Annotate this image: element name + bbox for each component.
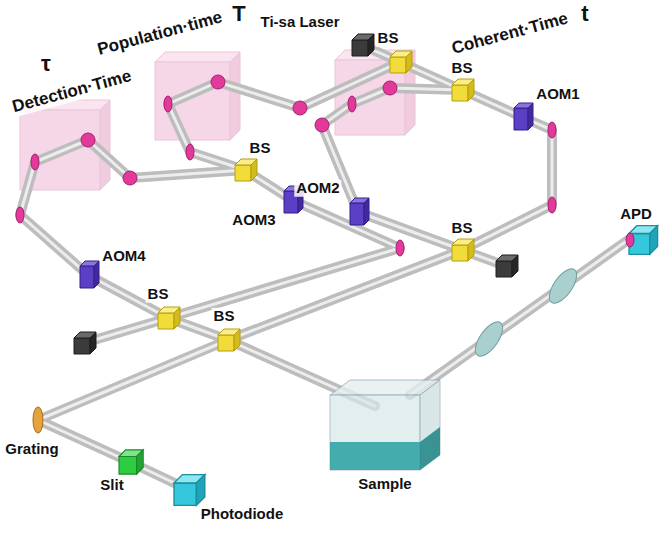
part-label: BS [248, 140, 273, 157]
part-label: AOM3 [230, 212, 277, 229]
part-label: Ti-sa Laser [259, 14, 342, 31]
detector [119, 226, 658, 506]
part-label: t [579, 2, 590, 26]
sample-cell [330, 380, 440, 470]
part-label: APD [618, 206, 654, 223]
part-label: Detection·Time [8, 67, 135, 118]
lens [470, 264, 582, 360]
part-label: AOM1 [534, 86, 581, 103]
part-label: Population·time [94, 8, 227, 60]
part-label: T [230, 2, 247, 26]
part-label: AOM2 [294, 180, 341, 197]
beam-dump [74, 34, 518, 354]
beam-splitter [158, 51, 474, 351]
laser-beam [20, 45, 635, 488]
part-label: AOM4 [100, 248, 147, 265]
aom [80, 103, 533, 288]
mirror [16, 75, 556, 256]
part-label: Slit [98, 477, 125, 494]
part-label: BS [146, 286, 171, 303]
part-label: Photodiode [199, 506, 286, 523]
part-label: BS [212, 308, 237, 325]
part-label: Coherent·Time [448, 9, 572, 59]
part-label: BS [376, 30, 401, 47]
part-label: Grating [3, 441, 60, 458]
part-label: BS [450, 220, 475, 237]
part-label: τ [39, 52, 53, 76]
part-label: Sample [356, 476, 413, 493]
grating [33, 407, 43, 433]
part-label: BS [450, 60, 475, 77]
